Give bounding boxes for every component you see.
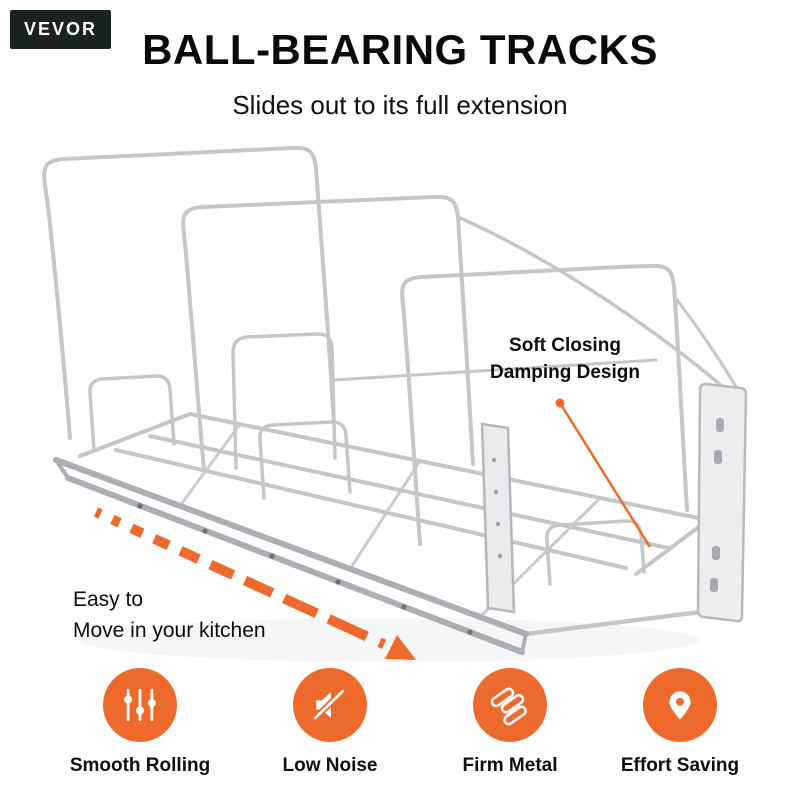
brand-logo: VEVOR <box>10 10 112 49</box>
easy-move-line1: Easy to <box>73 588 144 611</box>
rail-screws <box>137 503 473 635</box>
slide-rail <box>53 457 529 655</box>
feature-icon-circle <box>293 668 367 742</box>
feature-label: Low Noise <box>282 755 378 776</box>
easy-move-line2: Move in your kitchen <box>73 619 266 642</box>
pullout-rack <box>42 145 743 637</box>
rear-upright <box>480 422 516 614</box>
feature-item: Low Noise <box>258 668 402 777</box>
soft-closing-line1: Soft Closing <box>509 335 621 356</box>
mute-icon <box>312 688 347 722</box>
sliders-icon <box>124 688 156 722</box>
feature-label: Smooth Rolling <box>69 755 211 776</box>
leader-line <box>555 398 652 548</box>
annotation-soft-closing: Soft Closing Damping Design <box>455 332 675 386</box>
page-title: BALL-BEARING TRACKS <box>142 26 658 73</box>
feature-item: Firm Metal <box>438 668 582 777</box>
feature-label: Firm Metal <box>462 755 558 776</box>
feature-icon-circle <box>473 668 547 742</box>
feature-label: Effort Saving <box>620 755 740 776</box>
feature-item: Smooth Rolling <box>68 668 212 777</box>
page-subtitle: Slides out to its full extension <box>232 90 568 120</box>
metal-tubes-icon <box>490 687 527 726</box>
mounting-bracket <box>696 382 748 623</box>
pin-icon <box>669 691 691 720</box>
feature-icon-circle <box>643 668 717 742</box>
soft-closing-line2: Damping Design <box>490 362 640 383</box>
annotation-easy-move: Easy to Move in your kitchen <box>73 584 266 646</box>
motion-arrow <box>93 507 416 660</box>
feature-icon-circle <box>103 668 177 742</box>
feature-item: Effort Saving <box>608 668 752 777</box>
